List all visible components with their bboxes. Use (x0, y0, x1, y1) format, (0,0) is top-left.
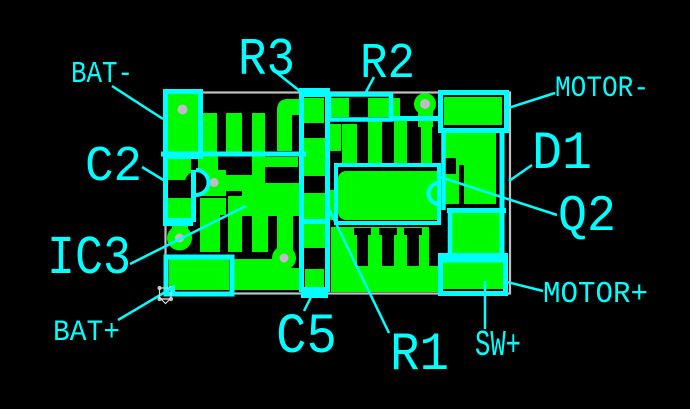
svg-text:MOTOR+: MOTOR+ (543, 277, 648, 312)
svg-text:C2: C2 (85, 139, 142, 196)
svg-text:R3: R3 (238, 30, 295, 90)
svg-text:IC3: IC3 (47, 227, 131, 290)
svg-text:D1: D1 (532, 124, 592, 185)
svg-text:BAT-: BAT- (71, 57, 133, 92)
svg-text:R1: R1 (390, 325, 449, 386)
svg-text:C5: C5 (276, 306, 337, 370)
svg-text:R2: R2 (360, 36, 415, 93)
svg-text:MOTOR-: MOTOR- (555, 72, 649, 106)
svg-text:SW+: SW+ (475, 325, 521, 366)
svg-text:Q2: Q2 (558, 189, 616, 246)
svg-text:BAT+: BAT+ (53, 316, 120, 350)
